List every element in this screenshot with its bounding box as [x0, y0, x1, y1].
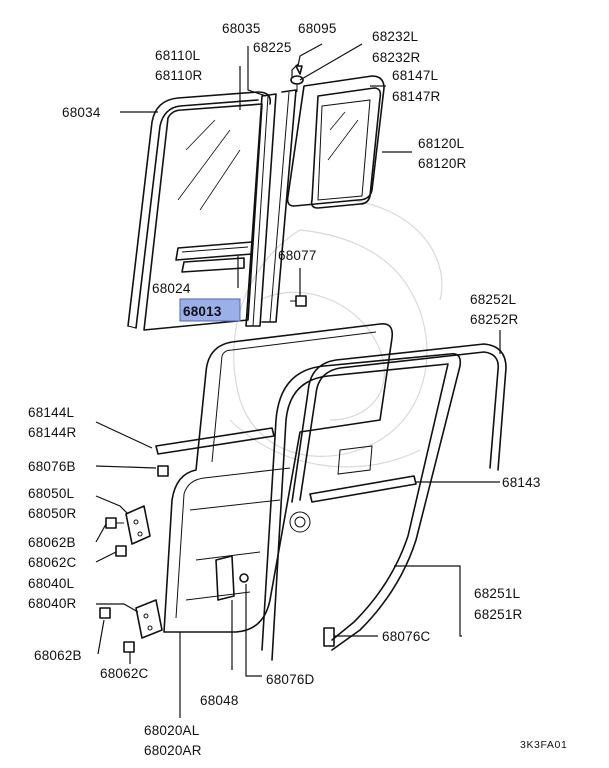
inner-belt-weatherstrip-68143	[309, 475, 417, 503]
upper-hinge-68050	[125, 505, 151, 545]
glass-holder-68024	[175, 241, 253, 273]
label-68048: 68048	[200, 693, 239, 708]
door-glass-run-channel	[127, 91, 272, 329]
figure-code: 3K3FA01	[520, 739, 567, 751]
part-labels: 68035 68095 68225 68232L 68232R 68110L 6…	[28, 21, 567, 758]
bolt-68077	[290, 295, 307, 307]
label-68143: 68143	[502, 475, 541, 490]
clip-68076C	[323, 627, 335, 647]
label-68095: 68095	[298, 21, 337, 36]
label-68120R: 68120R	[418, 156, 467, 171]
label-68035: 68035	[222, 21, 261, 36]
label-68251R: 68251R	[474, 607, 523, 622]
bolt-68062C-lower	[123, 641, 135, 653]
door-glass-68110	[143, 103, 263, 331]
label-68034: 68034	[62, 105, 101, 120]
door-check-68048	[215, 555, 235, 601]
quarter-glass-weatherstrip-68147	[286, 75, 385, 207]
label-68013: 68013	[183, 304, 222, 319]
label-68076C: 68076C	[382, 629, 431, 644]
label-68020AL: 68020AL	[144, 723, 200, 738]
door-panel-68020A	[163, 322, 394, 633]
label-68024: 68024	[152, 281, 191, 296]
highlight-68013	[179, 298, 241, 322]
label-68076D: 68076D	[266, 672, 315, 687]
watermark-emblem	[229, 199, 443, 468]
screw-68095	[295, 65, 303, 75]
door-weatherstrip-68251	[261, 352, 462, 661]
label-68040R: 68040R	[28, 596, 77, 611]
label-68040L: 68040L	[28, 576, 75, 591]
center-sash-68035	[245, 89, 297, 327]
bolt-68062C-upper	[115, 545, 127, 557]
belt-moulding-68144	[155, 427, 275, 455]
label-68110R: 68110R	[155, 68, 203, 83]
label-68050R: 68050R	[28, 506, 77, 521]
label-68251L: 68251L	[474, 586, 521, 601]
lower-hinge-68040	[135, 599, 163, 639]
label-68225: 68225	[253, 40, 292, 55]
clip-68076B	[157, 465, 169, 477]
label-68050L: 68050L	[28, 486, 75, 501]
label-68232R: 68232R	[372, 50, 421, 65]
label-68020AR: 68020AR	[144, 743, 202, 758]
label-68147R: 68147R	[392, 89, 441, 104]
bolt-68062B-lower	[99, 607, 111, 619]
label-68144L: 68144L	[28, 405, 75, 420]
label-68252R: 68252R	[470, 312, 519, 327]
label-68110L: 68110L	[155, 48, 201, 63]
label-68232L: 68232L	[372, 29, 419, 44]
leader-lines	[95, 43, 501, 718]
label-68144R: 68144R	[28, 425, 77, 440]
label-68062C-lower: 68062C	[100, 666, 149, 681]
label-68062B-upper: 68062B	[28, 535, 76, 550]
label-68120L: 68120L	[418, 136, 465, 151]
quarter-glass-68120	[310, 87, 382, 209]
label-68062B-lower: 68062B	[34, 648, 82, 663]
label-68077: 68077	[278, 248, 317, 263]
label-68252L: 68252L	[470, 292, 517, 307]
label-68062C-upper: 68062C	[28, 555, 77, 570]
bolt-68062B-upper	[105, 517, 124, 529]
clip-68076D	[239, 573, 249, 583]
fastener-68225	[290, 75, 304, 92]
label-68147L: 68147L	[392, 68, 439, 83]
label-68076B: 68076B	[28, 459, 76, 474]
